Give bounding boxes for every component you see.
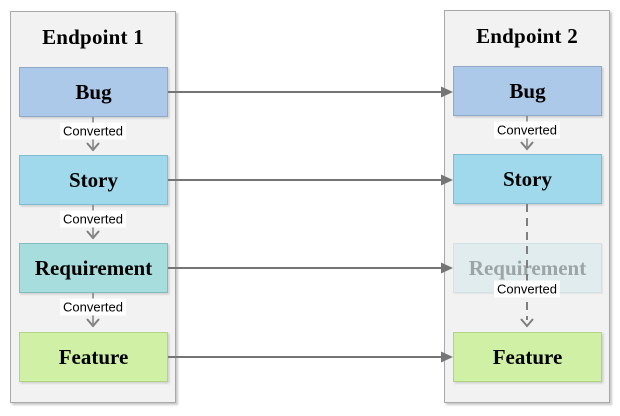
converted-label-e1-story-requirement: Converted [60,210,126,228]
node-label: Bug [75,79,112,104]
node-label: Bug [509,78,546,103]
endpoint2-title: Endpoint 2 [476,24,578,48]
sync-arrow-bug [168,86,453,98]
node-label: Requirement [34,255,153,280]
endpoint1-title: Endpoint 1 [42,25,144,49]
node-label: Feature [492,344,563,369]
sync-arrow-story [168,174,453,186]
sync-arrow-requirement [168,262,453,274]
converted-label-e2-bug-story: Converted [494,121,560,139]
endpoint2-node-story: Story [453,154,602,204]
endpoint1-node-story: Story [19,155,168,205]
endpoint2-node-feature: Feature [453,332,602,382]
sync-arrow-feature [168,351,453,363]
endpoint1-node-requirement: Requirement [19,243,168,293]
endpoint2-node-bug: Bug [453,66,602,116]
converted-label-e1-bug-story: Converted [60,122,126,140]
converted-label-e2-story-feature: Converted [494,280,560,298]
node-label: Feature [58,344,129,369]
node-label: Story [69,167,118,192]
node-label: Story [503,166,552,191]
converted-label-e1-requirement-feature: Converted [60,298,126,316]
node-label: Requirement [468,255,587,280]
endpoint1-node-bug: Bug [19,67,168,117]
endpoint1-node-feature: Feature [19,332,168,382]
